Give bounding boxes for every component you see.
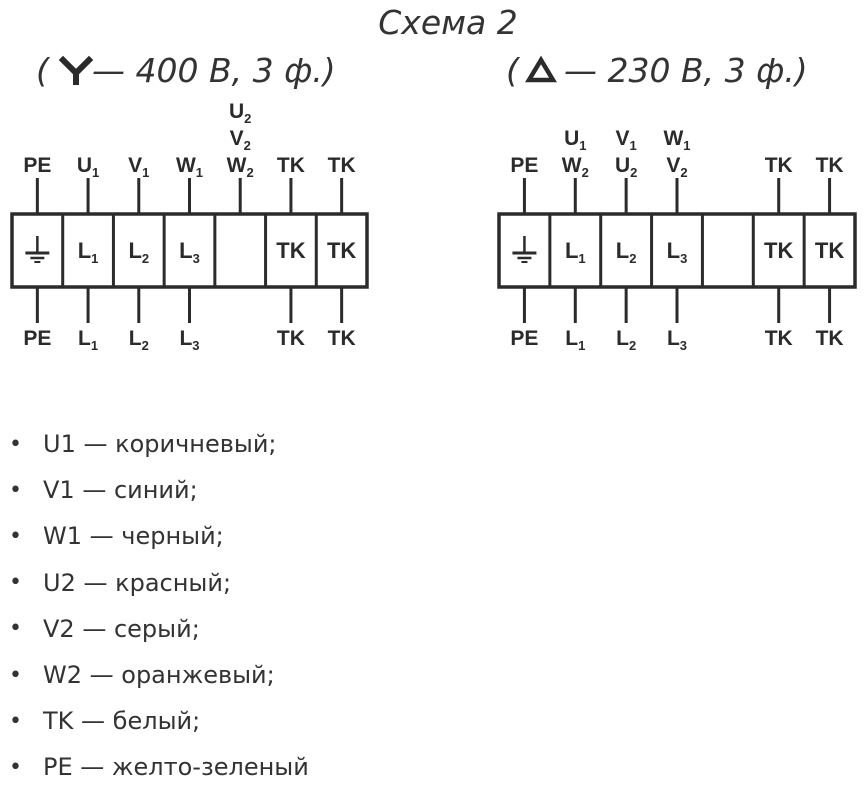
bottom-label: L1 bbox=[565, 327, 585, 353]
bottom-label: L3 bbox=[179, 327, 199, 353]
top-label: TK bbox=[816, 154, 844, 177]
top-label: U2 bbox=[615, 154, 637, 180]
top-label: V2 bbox=[666, 154, 687, 180]
top-label: PE bbox=[23, 154, 51, 177]
bullet-icon: • bbox=[9, 570, 22, 596]
bottom-label: L3 bbox=[667, 327, 687, 353]
top-label: W2 bbox=[562, 154, 589, 180]
top-label: W2 bbox=[227, 154, 254, 180]
legend-item: • U2 — красный; bbox=[0, 560, 309, 606]
legend-item: • TK — белый; bbox=[0, 698, 309, 744]
scheme-delta-heading: ( — 230 В, 3 ф.) bbox=[506, 51, 808, 90]
bottom-label: L2 bbox=[616, 327, 636, 353]
terminal-cell-label: TK bbox=[764, 238, 793, 263]
top-label: U2 bbox=[229, 100, 251, 126]
legend-item: • PE — желто-зеленый bbox=[0, 744, 309, 790]
bottom-label: PE bbox=[23, 327, 51, 350]
terminal-cell-label: TK bbox=[327, 238, 356, 263]
top-label: U1 bbox=[564, 127, 586, 153]
bottom-label: PE bbox=[510, 327, 538, 350]
svg-text:— 400 В, 3 ф.): — 400 В, 3 ф.) bbox=[92, 51, 336, 90]
legend-item: • W1 — черный; bbox=[0, 513, 309, 559]
terminal-cell-label: L3 bbox=[667, 238, 688, 266]
terminal-cell-label: TK bbox=[815, 238, 844, 263]
top-label: TK bbox=[277, 154, 305, 177]
legend-item: • V1 — синий; bbox=[0, 467, 309, 513]
terminal-cell-label: L3 bbox=[179, 238, 200, 266]
delta-icon bbox=[525, 55, 557, 83]
legend-text: V2 — серый; bbox=[43, 614, 200, 643]
top-label: V1 bbox=[128, 154, 149, 180]
svg-text:(: ( bbox=[506, 51, 521, 90]
top-label: TK bbox=[328, 154, 356, 177]
legend-text: U1 — коричневый; bbox=[43, 430, 277, 459]
terminal-cell-label: L1 bbox=[78, 238, 99, 266]
bullet-icon: • bbox=[9, 431, 22, 457]
bullet-icon: • bbox=[9, 523, 22, 549]
legend-item: • U1 — коричневый; bbox=[0, 421, 309, 467]
terminal-cell-label: TK bbox=[276, 238, 305, 263]
bullet-icon: • bbox=[9, 662, 22, 688]
bottom-label: TK bbox=[328, 327, 356, 350]
legend-item: • W2 — оранжевый; bbox=[0, 652, 309, 698]
bullet-icon: • bbox=[9, 754, 22, 780]
top-label: W1 bbox=[663, 127, 690, 153]
bullet-icon: • bbox=[9, 477, 22, 503]
bottom-label: TK bbox=[765, 327, 793, 350]
star-icon bbox=[58, 55, 94, 85]
ground-icon bbox=[512, 236, 537, 263]
top-label: V2 bbox=[230, 127, 251, 153]
bottom-label: L2 bbox=[129, 327, 149, 353]
svg-text:(: ( bbox=[36, 51, 51, 90]
wiring-diagram: Схема 2 ( — 400 В, 3 ф.) ( — 230 В, 3 ф.… bbox=[10, 3, 857, 353]
bottom-label: TK bbox=[277, 327, 305, 350]
top-label: TK bbox=[765, 154, 793, 177]
legend-text: PE — желто-зеленый bbox=[43, 753, 309, 782]
top-label: PE bbox=[510, 154, 538, 177]
legend-item: • V2 — серый; bbox=[0, 606, 309, 652]
terminal-cell-label: L1 bbox=[565, 238, 586, 266]
bullet-icon: • bbox=[9, 616, 22, 642]
bottom-label: TK bbox=[816, 327, 844, 350]
top-label: V1 bbox=[616, 127, 637, 153]
terminal-cell-label: L2 bbox=[128, 238, 149, 266]
svg-text:— 230 В, 3 ф.): — 230 В, 3 ф.) bbox=[564, 51, 808, 90]
legend-text: W2 — оранжевый; bbox=[43, 661, 275, 690]
wire-color-legend: • U1 — коричневый; • V1 — синий; • W1 — черны… bbox=[0, 421, 309, 791]
bottom-label: L1 bbox=[78, 327, 98, 353]
top-label: W1 bbox=[176, 154, 203, 180]
ground-icon bbox=[25, 236, 50, 263]
top-label: U1 bbox=[77, 154, 99, 180]
diagram-title: Схема 2 bbox=[378, 3, 517, 42]
legend-text: U2 — красный; bbox=[43, 568, 232, 597]
terminal-cell-label: L2 bbox=[616, 238, 637, 266]
legend-text: TK — белый; bbox=[43, 707, 201, 736]
bullet-icon: • bbox=[9, 708, 22, 734]
legend-text: V1 — синий; bbox=[43, 476, 198, 505]
scheme-star-heading: ( — 400 В, 3 ф.) bbox=[36, 51, 336, 90]
legend-text: W1 — черный; bbox=[43, 522, 224, 551]
